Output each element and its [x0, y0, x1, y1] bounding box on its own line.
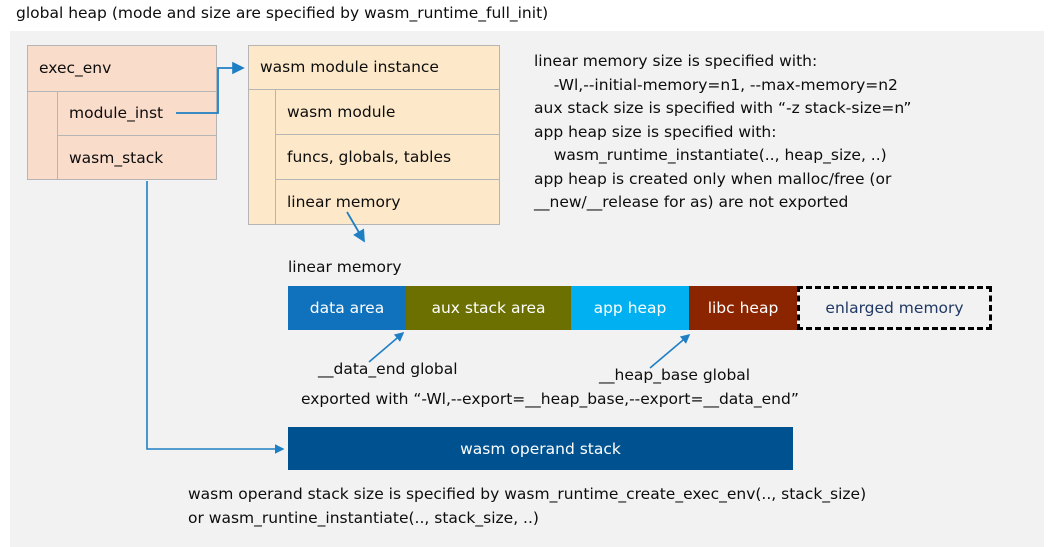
memory-segment-enlarged-memory-label: enlarged memory	[825, 299, 964, 317]
heap-base-global-label: __heap_base global	[599, 366, 751, 384]
module-instance-row-wasm-module-label: wasm module	[287, 102, 396, 121]
module-instance-row-linear-memory: linear memory	[275, 179, 500, 225]
right-notes-text: linear memory size is specified with: -W…	[534, 52, 912, 211]
memory-segment-app-heap: app heap	[571, 286, 689, 330]
linear-memory-bar: data area aux stack area app heap libc h…	[288, 286, 992, 330]
memory-segment-aux-stack-area-label: aux stack area	[431, 299, 546, 317]
exec-env-row-wasm-stack-label: wasm_stack	[69, 148, 164, 167]
exec-env-header-label: exec_env	[39, 59, 112, 77]
module-instance-row-linear-memory-label: linear memory	[287, 193, 401, 211]
wasm-operand-stack-bar: wasm operand stack	[288, 427, 793, 470]
memory-segment-libc-heap: libc heap	[689, 286, 797, 330]
data-end-global-label: __data_end global	[318, 360, 458, 378]
module-instance-row-wasm-module: wasm module	[275, 89, 500, 134]
memory-segment-aux-stack-area: aux stack area	[406, 286, 571, 330]
module-instance-row-funcs-globals-tables: funcs, globals, tables	[275, 134, 500, 179]
page-title: global heap (mode and size are specified…	[16, 4, 549, 22]
exported-with-label: exported with “-Wl,--export=__heap_base,…	[301, 390, 799, 408]
exec-env-header-divider	[27, 91, 217, 92]
module-instance-header-divider	[248, 89, 500, 90]
module-instance-row-divider-1	[275, 134, 500, 135]
exec-env-row-wasm-stack: wasm_stack	[57, 135, 217, 180]
bottom-notes-text: wasm operand stack size is specified by …	[188, 485, 867, 527]
module-instance-header: wasm module instance	[248, 45, 500, 89]
exec-env-row-divider	[57, 135, 217, 136]
module-instance-indent-divider	[275, 89, 276, 225]
exec-env-header: exec_env	[27, 45, 217, 91]
memory-segment-data-area: data area	[288, 286, 406, 330]
exec-env-row-module-inst: module_inst	[57, 91, 217, 135]
module-instance-row-divider-2	[275, 179, 500, 180]
memory-segment-enlarged-memory: enlarged memory	[797, 286, 992, 330]
module-instance-row-funcs-globals-tables-label: funcs, globals, tables	[287, 147, 452, 166]
memory-segment-libc-heap-label: libc heap	[707, 299, 779, 317]
memory-segment-app-heap-label: app heap	[593, 299, 667, 317]
module-instance-box	[248, 45, 500, 225]
memory-segment-data-area-label: data area	[309, 299, 385, 317]
exec-env-row-module-inst-label: module_inst	[69, 104, 164, 122]
linear-memory-caption: linear memory	[288, 258, 402, 276]
module-instance-header-label: wasm module instance	[260, 58, 439, 76]
wasm-operand-stack-label: wasm operand stack	[460, 439, 621, 458]
